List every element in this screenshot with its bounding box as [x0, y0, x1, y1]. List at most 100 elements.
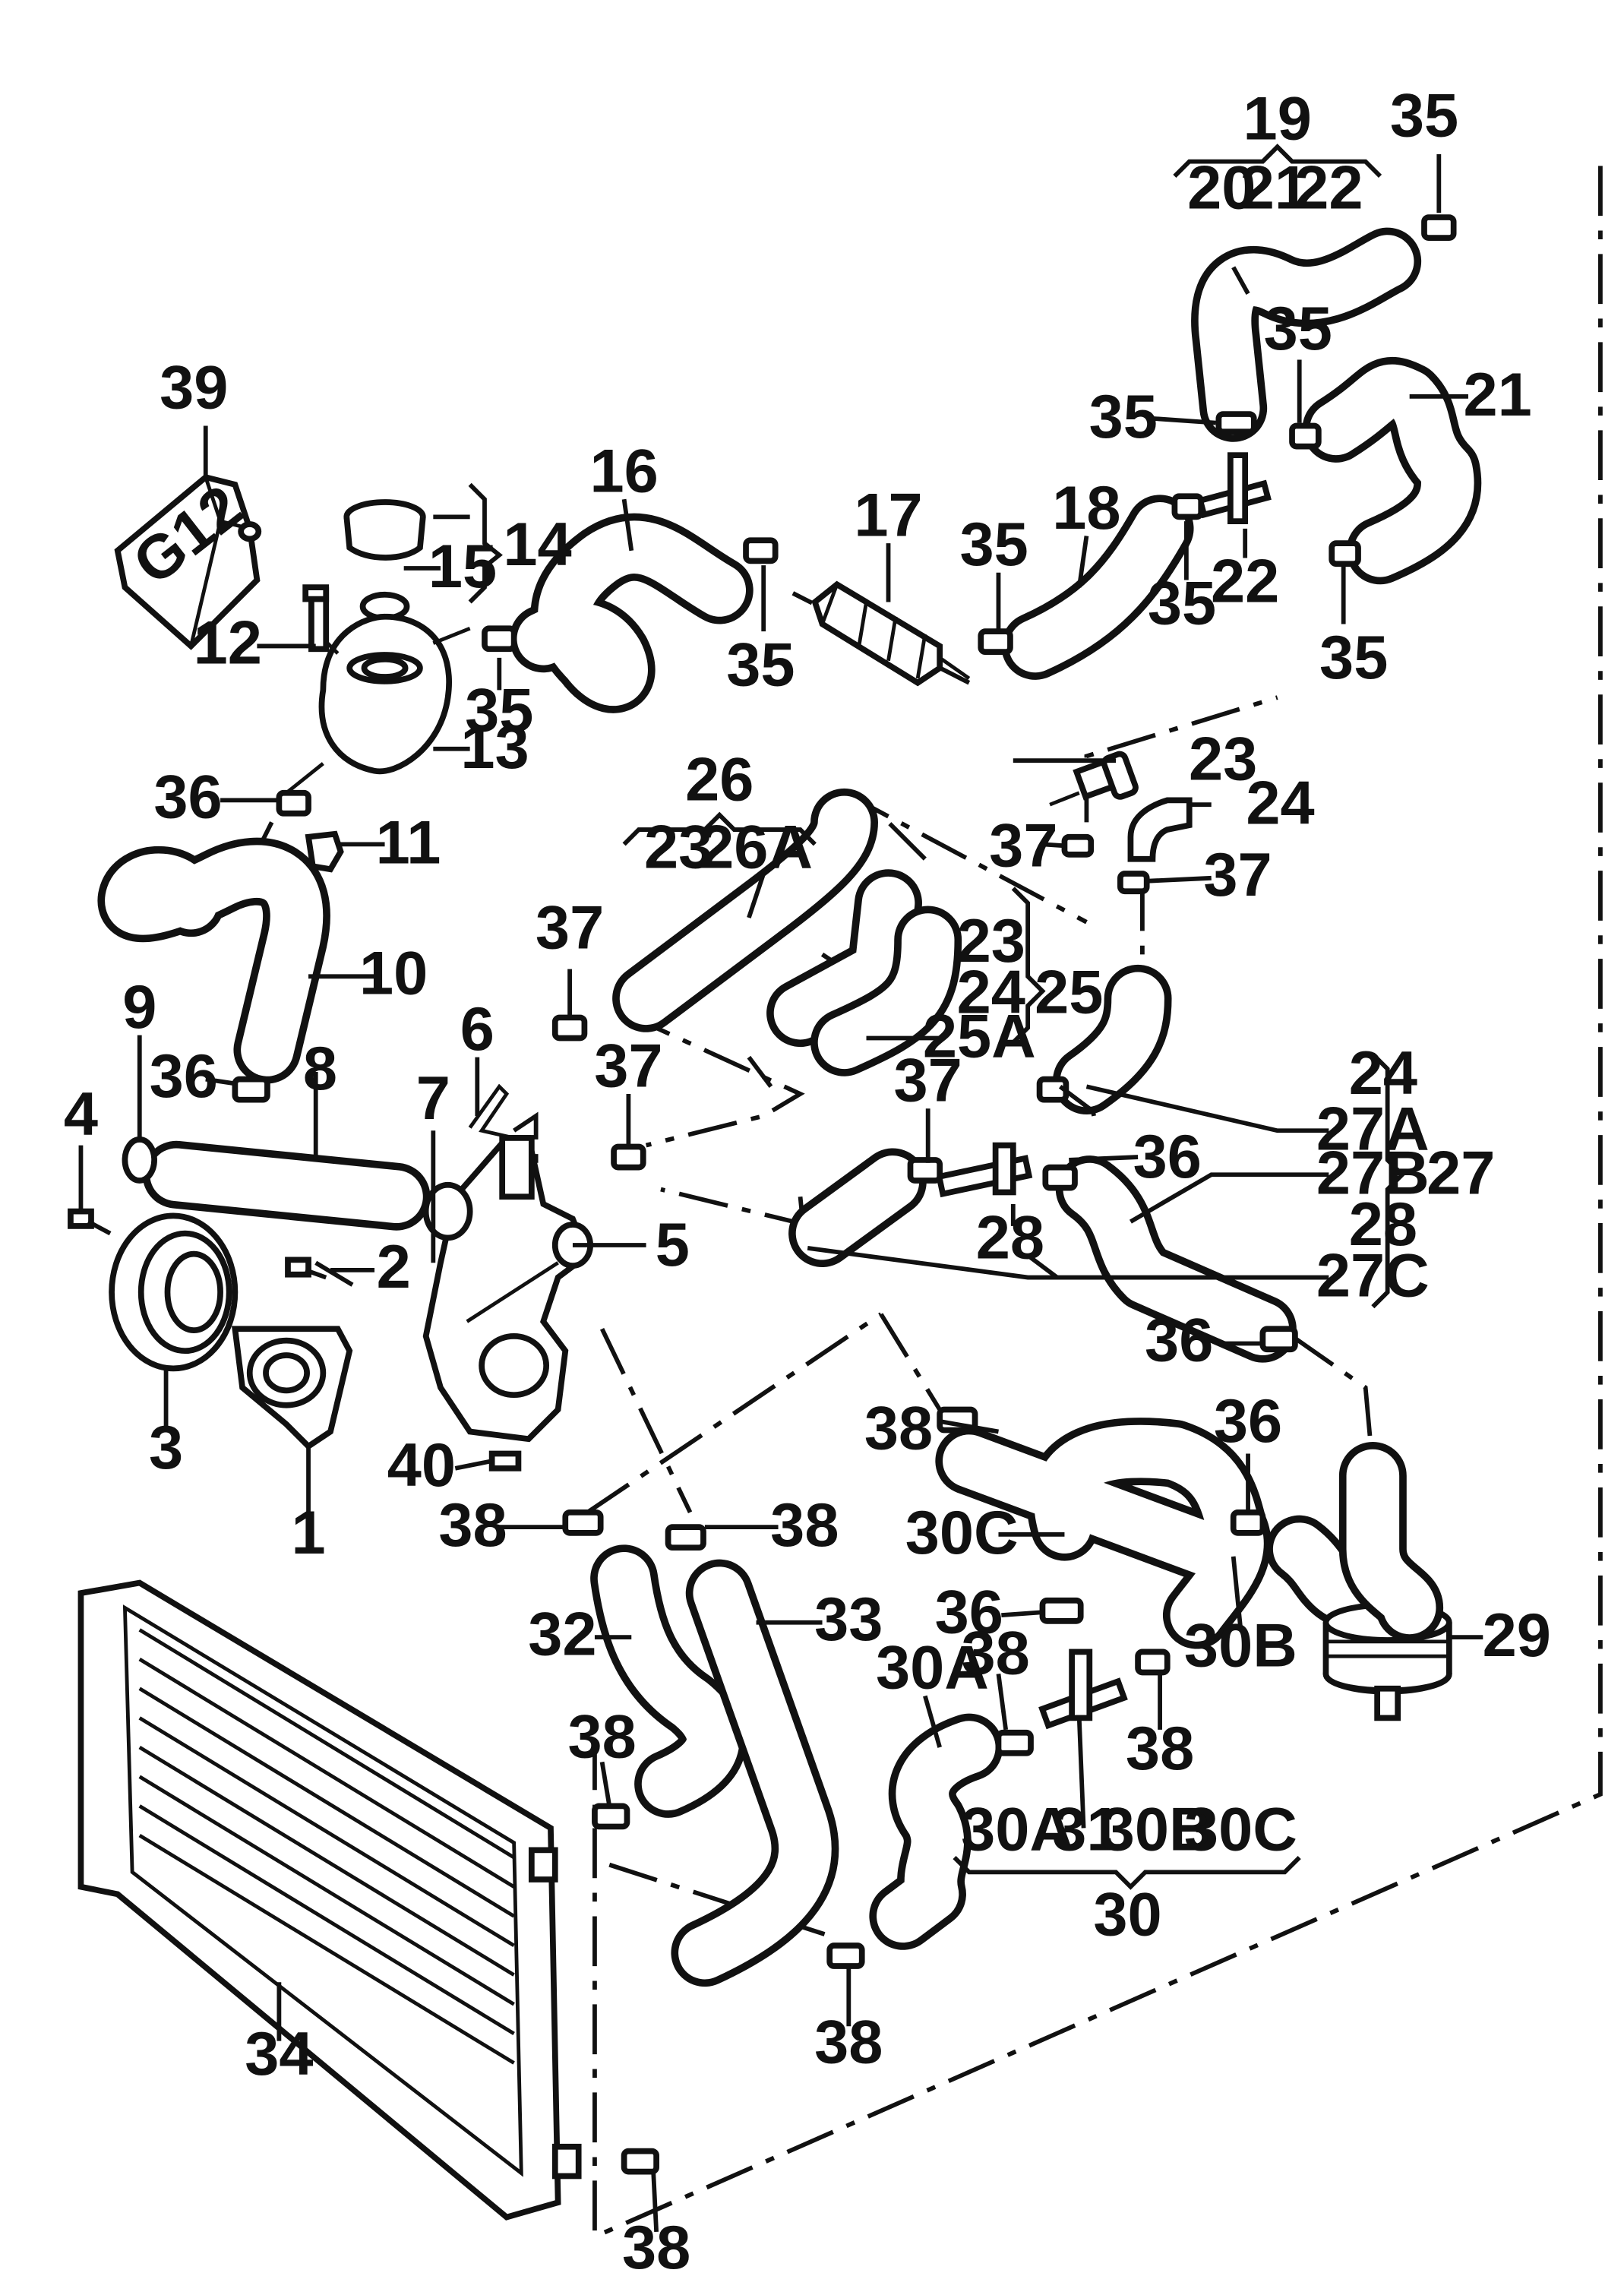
hose-clamps [232, 214, 1457, 2175]
callout-35-h: 35 [465, 677, 533, 745]
callout-35-g: 35 [726, 631, 795, 700]
callout-30b-group: 30B [1101, 1795, 1214, 1864]
callout-38-f: 38 [567, 1703, 636, 1772]
callout-36-c: 36 [1133, 1123, 1202, 1191]
callout-27: 27 [1427, 1139, 1495, 1207]
plug-part [305, 830, 344, 873]
o-ring [122, 1136, 157, 1184]
leader-lines [78, 144, 1483, 2233]
callout-labels: 1 2 3 4 5 6 7 8 9 10 11 12 13 14 15 16 1… [64, 82, 1551, 2282]
callout-12: 12 [194, 609, 262, 678]
callout-24: 24 [1246, 769, 1314, 837]
bolts-2-4 [68, 1208, 327, 1280]
callout-36-f: 36 [935, 1578, 1003, 1646]
callout-31: 31 [1052, 1795, 1120, 1864]
callout-38-d: 38 [961, 1619, 1029, 1687]
dash-dot-connection-lines [254, 166, 1603, 2237]
callout-38-g: 38 [814, 2009, 883, 2077]
callout-35-f: 35 [960, 511, 1028, 579]
radiator [77, 1579, 582, 2221]
callout-19: 19 [1243, 85, 1312, 153]
callout-37-d: 37 [1203, 841, 1272, 909]
callout-32: 32 [528, 1600, 596, 1668]
callout-17: 17 [854, 481, 922, 549]
callout-13: 13 [460, 713, 529, 782]
oil-cooler [1322, 1442, 1452, 1721]
callout-38-c: 38 [770, 1491, 839, 1560]
callout-38-e: 38 [1126, 1715, 1194, 1783]
callout-39: 39 [160, 353, 228, 422]
callout-16: 16 [589, 437, 658, 505]
callout-1: 1 [291, 1499, 325, 1567]
callout-3: 3 [149, 1414, 183, 1482]
callout-35-d: 35 [1148, 569, 1216, 637]
callout-21-group: 21 [1240, 153, 1309, 222]
callout-38-h: 38 [622, 2214, 690, 2282]
callout-30: 30 [1093, 1880, 1161, 1949]
callout-10: 10 [359, 940, 428, 1008]
callout-38-b: 38 [438, 1491, 507, 1560]
callout-28-group27: 28 [1349, 1190, 1417, 1259]
callout-37-b: 37 [594, 1032, 662, 1100]
callout-30a: 30A [876, 1634, 989, 1702]
t-piece-22 [1196, 452, 1272, 525]
callout-8: 8 [303, 1035, 337, 1103]
callout-7: 7 [416, 1064, 450, 1133]
expansion-tank [285, 499, 471, 795]
thermostat-housing [422, 1135, 594, 1443]
callout-23-group: 23 [644, 813, 712, 881]
bolt-40 [488, 1450, 522, 1472]
callout-20-group: 20 [1187, 153, 1256, 222]
callout-36-e: 36 [1214, 1387, 1282, 1456]
callout-2: 2 [377, 1233, 411, 1301]
callout-27a: 27A [1316, 1095, 1430, 1163]
callout-11: 11 [376, 808, 441, 877]
callout-24-sub: 24 [957, 959, 1025, 1027]
callout-37-a: 37 [536, 894, 604, 963]
callout-25: 25 [1035, 959, 1103, 1027]
callout-37-c: 37 [989, 811, 1057, 880]
callout-27c: 27C [1316, 1242, 1430, 1310]
callout-34: 34 [245, 2020, 313, 2088]
callout-30c: 30C [905, 1499, 1019, 1567]
callout-22: 22 [1211, 547, 1279, 615]
pulley [109, 1212, 239, 1372]
callout-21: 21 [1463, 361, 1531, 429]
callout-27b: 27B [1316, 1139, 1430, 1207]
callout-35-a: 35 [1390, 82, 1458, 150]
callout-6: 6 [460, 995, 494, 1064]
bracket-clip [468, 1083, 515, 1140]
callout-28: 28 [976, 1203, 1044, 1272]
callout-5: 5 [656, 1211, 690, 1279]
water-pump [232, 1326, 353, 1450]
callout-22-group: 22 [1294, 153, 1363, 222]
callout-26a-group: 26A [700, 813, 813, 881]
callout-29: 29 [1483, 1601, 1551, 1670]
callout-38-a: 38 [864, 1395, 933, 1463]
callout-36-d: 36 [1145, 1307, 1213, 1375]
callout-23-sub: 23 [957, 907, 1025, 975]
callout-36-a: 36 [153, 763, 222, 832]
callout-9: 9 [122, 973, 156, 1042]
t-piece-31 [1038, 1649, 1128, 1730]
callout-4: 4 [64, 1080, 98, 1149]
callout-30a-group: 30A [961, 1795, 1074, 1864]
callout-40: 40 [387, 1431, 456, 1500]
hoses [98, 227, 1482, 1987]
callout-25a: 25A [923, 1003, 1036, 1071]
t-piece-28 [935, 1142, 1033, 1198]
connectors-23-24 [1049, 751, 1193, 862]
callout-24-group27: 24 [1349, 1039, 1417, 1108]
callout-18: 18 [1052, 474, 1120, 542]
callout-35-e: 35 [1319, 624, 1388, 692]
callout-35-b: 35 [1264, 295, 1332, 363]
callout-36-b: 36 [150, 1042, 218, 1111]
callout-14: 14 [503, 511, 571, 579]
reservoir-part [811, 580, 971, 687]
callout-26: 26 [685, 745, 754, 814]
callout-33: 33 [814, 1585, 883, 1654]
callout-37-e: 37 [894, 1047, 962, 1115]
callout-15: 15 [428, 533, 497, 601]
callout-30c-group: 30C [1184, 1795, 1297, 1864]
